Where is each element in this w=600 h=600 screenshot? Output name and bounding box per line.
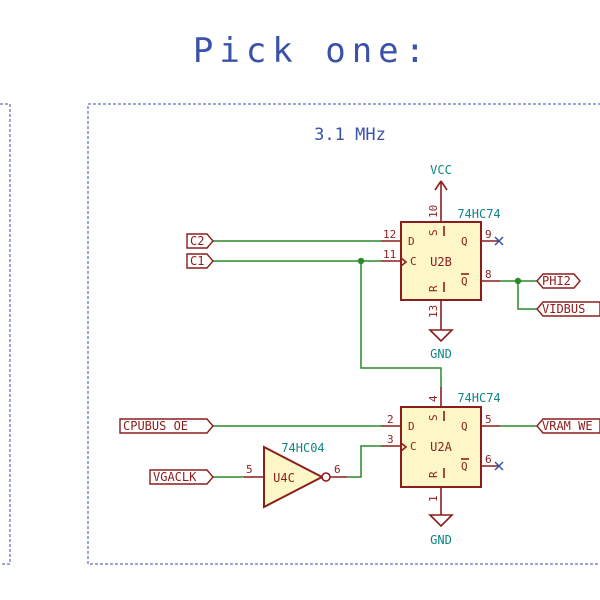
gnd-label-top: GND: [430, 347, 452, 361]
junction-phi2: [514, 277, 522, 285]
u4c-pin-out-number: 6: [334, 463, 341, 476]
net-label-vidbus[interactable]: VIDBUS_: [536, 301, 600, 317]
u2a-pin-qn-name: Q: [461, 460, 468, 473]
net-label-vidbus-text: VIDBUS_: [542, 302, 593, 316]
u2b-pin-s-number: 10: [427, 205, 440, 218]
gnd-symbol-bottom: GND: [428, 507, 454, 547]
net-label-vram-we-text: VRAM_WE: [542, 419, 593, 433]
u2b-reference: U2B: [430, 255, 452, 269]
u2a-pin-d-name: D: [408, 420, 415, 433]
net-label-c1[interactable]: C1: [186, 253, 214, 269]
net-label-phi2[interactable]: PHI2: [536, 273, 581, 289]
u2b-pin-q-name: Q: [461, 235, 468, 248]
u4c-part-number: 74HC04: [281, 441, 324, 455]
u2a-part-number: 74HC74: [457, 391, 500, 405]
u2a-pin-r-name: R: [427, 471, 440, 478]
u2a-reference: U2A: [430, 440, 452, 454]
u4c-reference: U4C: [273, 471, 295, 485]
junction-c1: [357, 257, 365, 265]
vcc-label: VCC: [430, 163, 452, 177]
u2b-pin-q-number: 9: [485, 228, 492, 241]
u2a-pin-q-name: Q: [461, 420, 468, 433]
inverter-u4c[interactable]: 74HC04 U4C 5 6: [244, 441, 347, 509]
u2b-pin-s-name: S: [427, 229, 440, 236]
u2b-part-number: 74HC74: [457, 207, 500, 221]
wire-c1-to-u2a-set[interactable]: [360, 261, 442, 387]
u2b-pin-qn-name: Q: [461, 275, 468, 288]
net-label-vgaclk[interactable]: VGACLK: [149, 469, 214, 485]
u2a-pin-qn-number: 6: [485, 453, 492, 466]
vcc-power-symbol: VCC: [430, 163, 452, 202]
u2a-pin-q-number: 5: [485, 413, 492, 426]
net-label-cpubus-oe[interactable]: CPUBUS_OE: [119, 418, 214, 434]
net-label-c1-text: C1: [190, 254, 204, 268]
group-label: 3.1 MHz: [314, 125, 386, 145]
u2a-body: [400, 406, 482, 488]
gnd-icon: [428, 329, 454, 343]
u2a-pin-r-number: 1: [427, 495, 440, 502]
net-label-vram-we[interactable]: VRAM_WE: [536, 418, 600, 434]
u2a-pin-c-number: 3: [387, 433, 394, 446]
u2b-pin-d-number: 12: [383, 228, 396, 241]
u2b-clock-triangle: [400, 257, 408, 267]
left-group-frame: [0, 103, 11, 565]
page-title: Pick one:: [193, 31, 431, 71]
net-label-c2-text: C2: [190, 234, 204, 248]
net-label-phi2-text: PHI2: [542, 274, 571, 288]
u2b-pin-c-number: 11: [383, 248, 396, 261]
u2a-pin-s-name: S: [427, 414, 440, 421]
main-group-frame: [87, 103, 600, 565]
wire-vidbus[interactable]: [517, 281, 537, 310]
u2b-pin-d-name: D: [408, 235, 415, 248]
net-label-vgaclk-text: VGACLK: [153, 470, 197, 484]
net-label-cpubus-oe-text: CPUBUS_OE: [123, 419, 188, 433]
u2a-clock-triangle: [400, 442, 408, 452]
u2b-pin-qn-number: 8: [485, 268, 492, 281]
gnd-label-bottom: GND: [430, 533, 452, 547]
gnd-icon: [428, 514, 454, 528]
u2a-pin-s-number: 4: [427, 395, 440, 402]
u2b-pin-r-number: 13: [427, 305, 440, 318]
u2a-pin-d-number: 2: [387, 413, 394, 426]
flip-flop-u2b[interactable]: 74HC74 U2B D C S R Q Q 12 11 10 13: [381, 202, 504, 322]
u2b-pin-c-name: C: [410, 255, 417, 268]
gnd-symbol-top: GND: [428, 322, 454, 361]
net-label-c2[interactable]: C2: [186, 233, 214, 249]
u4c-inversion-bubble: [321, 472, 331, 482]
u2b-pin-r-name: R: [427, 285, 440, 292]
u4c-pin-in-number: 5: [246, 463, 253, 476]
u2a-pin-c-name: C: [410, 440, 417, 453]
wire-u4c-to-u2a-clock[interactable]: [347, 445, 381, 478]
flip-flop-u2a[interactable]: 74HC74 U2A D C S R Q Q 2 3 4 1 5 6: [381, 387, 504, 507]
